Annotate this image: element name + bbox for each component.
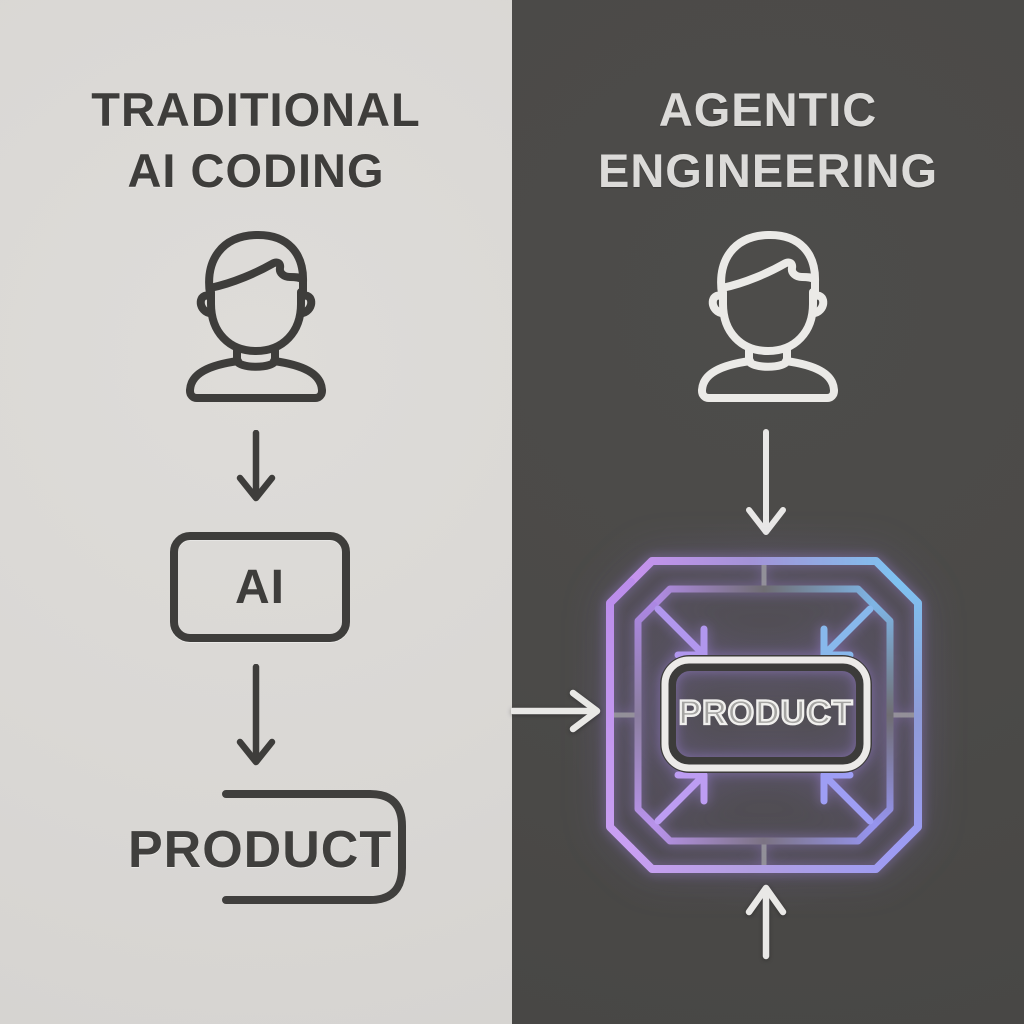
- left-title-line1: TRADITIONAL: [91, 83, 421, 137]
- agentic-gradient-frame: [606, 557, 922, 873]
- shoulders: [186, 357, 326, 402]
- ai-box: AI: [170, 532, 350, 642]
- user-icon: [698, 230, 838, 402]
- right-ear: [299, 291, 316, 317]
- right-title-line1: AGENTIC: [658, 83, 878, 137]
- frame-connector-ticks: [607, 558, 921, 872]
- right-title-line2: ENGINEERING: [597, 144, 939, 198]
- user-icon: [186, 230, 326, 402]
- product-box-open-left: [222, 790, 406, 904]
- right-title: AGENTIC ENGINEERING: [512, 79, 1024, 201]
- arrow-down-icon: [236, 664, 276, 766]
- arrow-right-icon: [511, 689, 601, 733]
- left-ear: [196, 291, 213, 317]
- outer-octagon-frame: [606, 557, 922, 873]
- arrow-inward-bottom-right-icon: [820, 771, 874, 825]
- left-title: TRADITIONAL AI CODING: [0, 79, 512, 201]
- left-panel-traditional-ai-coding: TRADITIONAL AI CODING AI: [0, 0, 512, 1024]
- arrow-inward-top-right-icon: [820, 605, 874, 659]
- face-outline: [207, 288, 305, 355]
- arrow-down-icon: [236, 430, 276, 502]
- ai-box-label: AI: [235, 560, 285, 614]
- hair-outline: [205, 230, 308, 298]
- left-title-line2: AI CODING: [127, 144, 385, 198]
- left-product-label: PRODUCT: [128, 821, 393, 879]
- arrow-down-icon: [746, 429, 786, 535]
- inner-octagon-frame: [634, 585, 894, 845]
- arrow-up-icon: [745, 884, 787, 960]
- arrow-inward-bottom-left-icon: [654, 771, 708, 825]
- product-box: [661, 656, 871, 772]
- hair-fringe: [206, 258, 307, 292]
- arrow-inward-top-left-icon: [654, 605, 708, 659]
- right-product-label: PRODUCT: [677, 693, 854, 733]
